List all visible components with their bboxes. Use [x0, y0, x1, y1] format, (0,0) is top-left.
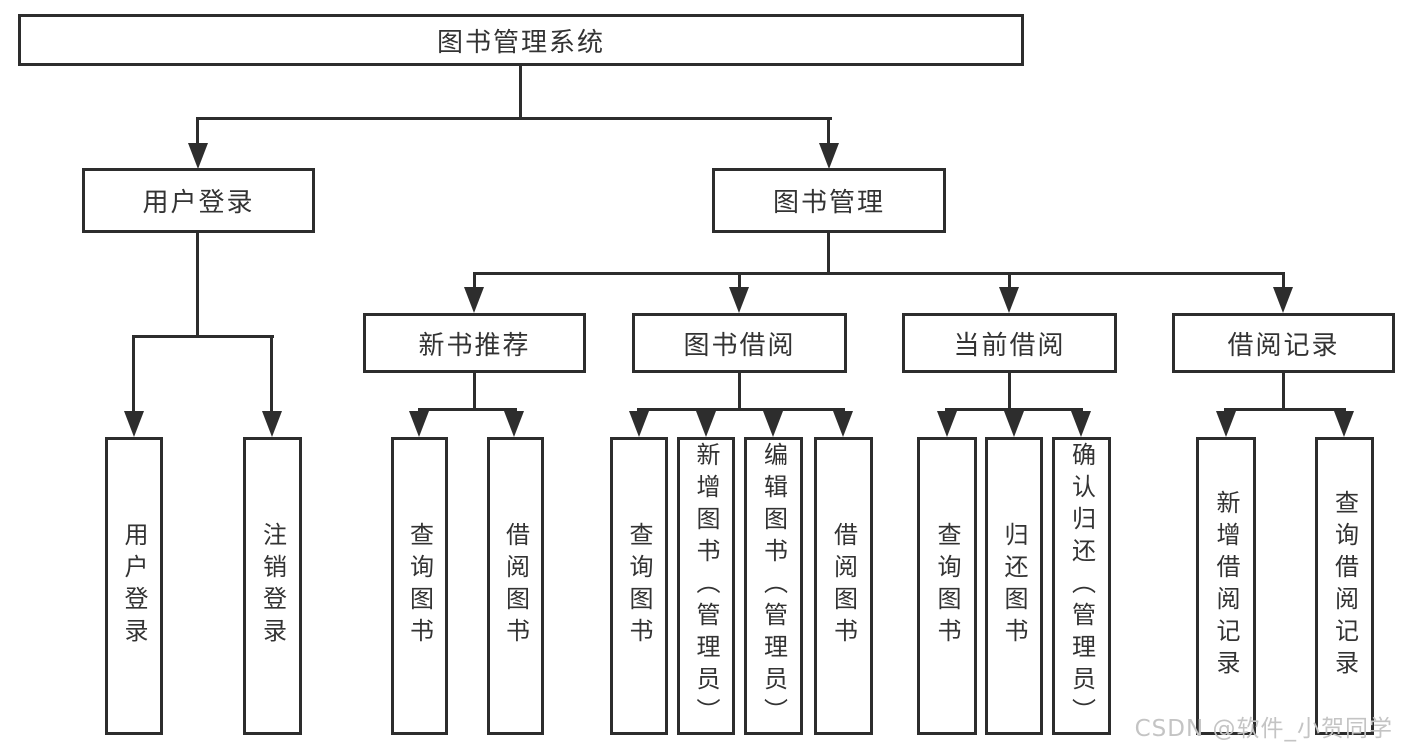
connector-root-stem — [519, 64, 522, 119]
connector-drop-book-borrow — [738, 272, 741, 289]
arrowhead-user-login — [188, 143, 208, 169]
leaf-br-add-record: 新增借阅记录 — [1196, 437, 1256, 735]
connector-new-book-rail — [418, 408, 517, 411]
leaf-cb-return-books: 归还图书 — [985, 437, 1043, 735]
connector-book-management-rail — [473, 272, 1285, 275]
leaf-nb-borrow-books: 借阅图书 — [487, 437, 544, 735]
connector-current-borrow-stem — [1008, 373, 1011, 410]
arrowhead-bb-query — [629, 411, 649, 437]
leaf-br-query-record: 查询借阅记录 — [1315, 437, 1374, 735]
arrowhead-br-query — [1334, 411, 1354, 437]
arrowhead-cb-query — [937, 411, 957, 437]
connector-borrow-records-rail — [1224, 408, 1346, 411]
connector-new-book-stem — [473, 373, 476, 410]
arrowhead-nb-borrow — [504, 411, 524, 437]
leaf-logout: 注销登录 — [243, 437, 302, 735]
node-borrow-records: 借阅记录 — [1172, 313, 1395, 373]
connector-drop-new-book — [473, 272, 476, 289]
leaf-cb-query-books: 查询图书 — [917, 437, 977, 735]
connector-book-borrow-rail — [637, 408, 845, 411]
arrowhead-leaf-logout — [262, 411, 282, 437]
node-current-borrow: 当前借阅 — [902, 313, 1117, 373]
arrowhead-book-management — [819, 143, 839, 169]
arrowhead-current-borrow — [999, 287, 1019, 313]
arrowhead-nb-query — [409, 411, 429, 437]
leaf-bb-borrow-books: 借阅图书 — [814, 437, 873, 735]
node-book-borrow: 图书借阅 — [632, 313, 847, 373]
node-book-management: 图书管理 — [712, 168, 946, 233]
node-user-login: 用户登录 — [82, 168, 315, 233]
connector-user-login-rail — [132, 335, 274, 338]
connector-root-drop-user-login — [196, 117, 199, 145]
connector-borrow-records-stem — [1282, 373, 1285, 410]
arrowhead-new-book — [464, 287, 484, 313]
leaf-bb-query-books: 查询图书 — [610, 437, 668, 735]
arrowhead-bb-edit — [763, 411, 783, 437]
connector-book-borrow-stem — [738, 373, 741, 410]
arrowhead-book-borrow — [729, 287, 749, 313]
connector-user-login-stem — [196, 233, 199, 337]
leaf-bb-edit-books-admin: 编辑图书（管理员） — [744, 437, 803, 735]
arrowhead-br-add — [1216, 411, 1236, 437]
connector-drop-leaf-user-login — [132, 335, 135, 413]
leaf-bb-add-books-admin: 新增图书（管理员） — [677, 437, 735, 735]
connector-drop-borrow-records — [1282, 272, 1285, 289]
connector-book-management-stem — [827, 233, 830, 274]
connector-drop-leaf-logout — [270, 335, 273, 413]
connector-root-rail — [196, 117, 832, 120]
arrowhead-cb-confirm — [1071, 411, 1091, 437]
node-new-book-recommend: 新书推荐 — [363, 313, 586, 373]
arrowhead-cb-return — [1004, 411, 1024, 437]
connector-root-drop-book-management — [827, 117, 830, 145]
node-root-library-system: 图书管理系统 — [18, 14, 1024, 66]
connector-drop-current-borrow — [1008, 272, 1011, 289]
leaf-user-login: 用户登录 — [105, 437, 163, 735]
leaf-nb-query-books: 查询图书 — [391, 437, 448, 735]
leaf-cb-confirm-return-admin: 确认归还（管理员） — [1052, 437, 1111, 735]
arrowhead-leaf-user-login — [124, 411, 144, 437]
arrowhead-borrow-records — [1273, 287, 1293, 313]
arrowhead-bb-borrow — [833, 411, 853, 437]
csdn-watermark: CSDN @软件_小贺同学 — [1134, 716, 1393, 742]
arrowhead-bb-add — [696, 411, 716, 437]
